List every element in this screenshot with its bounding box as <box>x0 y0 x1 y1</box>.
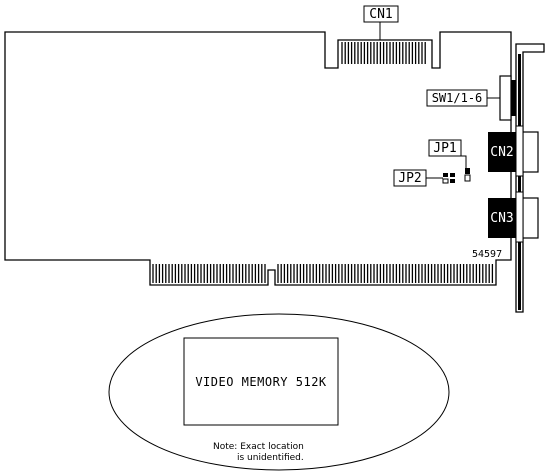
video-memory-label: VIDEO MEMORY 512K <box>195 375 327 389</box>
note-line-2: is unidentified. <box>237 453 304 463</box>
edge-connector <box>152 264 494 283</box>
inset-ellipse <box>108 313 450 471</box>
cn3-connector <box>488 191 539 243</box>
part-number: 54597 <box>472 249 502 260</box>
note-line-1: Note: Exact location <box>213 442 304 452</box>
sw-label-box <box>426 89 488 107</box>
cn2-connector <box>488 125 539 177</box>
sw-label: SW1/1-6 <box>432 91 483 105</box>
jp2-jumper <box>442 173 455 184</box>
jp1-label: JP1 <box>433 141 456 156</box>
mounting-bracket <box>515 43 545 313</box>
board-outline <box>4 31 512 286</box>
jp1-label-box <box>428 139 462 157</box>
jp2-label-box <box>393 169 427 187</box>
cn1-connector <box>341 42 426 64</box>
sw1-switch <box>499 75 516 121</box>
cn2-label: CN2 <box>490 145 513 160</box>
cn3-label: CN3 <box>490 211 513 226</box>
video-memory-box <box>183 337 339 426</box>
cn1-label: CN1 <box>369 7 392 22</box>
jp1-jumper <box>464 168 471 182</box>
jp2-label: JP2 <box>398 171 421 186</box>
cn1-label-box <box>363 5 399 23</box>
